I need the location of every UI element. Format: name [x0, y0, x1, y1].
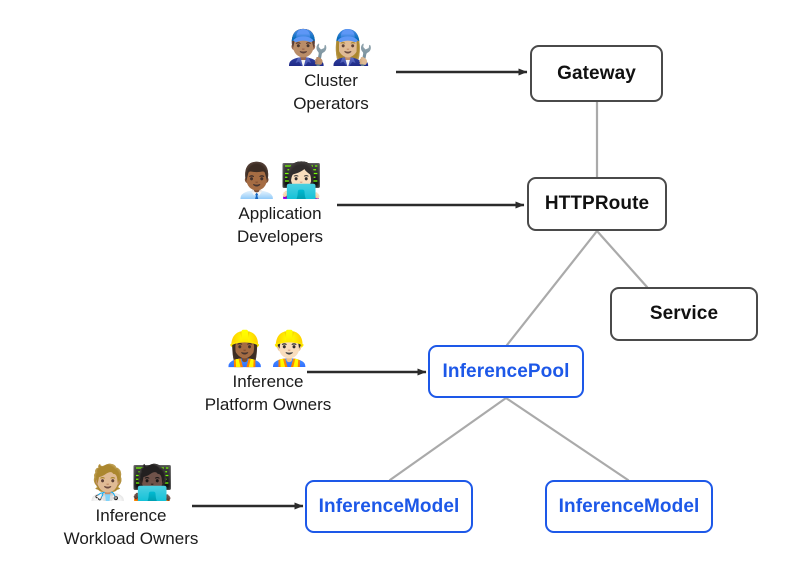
persona-application-developers-line1: Application	[238, 204, 322, 223]
node-httproute-label: HTTPRoute	[544, 193, 650, 214]
node-gateway-label: Gateway	[557, 62, 636, 84]
construction-worker-pair-icon: 👷🏾‍♀️👷🏻‍♂️	[223, 330, 313, 368]
edge-inferencepool-inferencemodel-left	[388, 396, 508, 482]
edge-inferencepool-inferencemodel-right	[504, 396, 630, 482]
persona-cluster-operators-line2: Operators	[293, 94, 369, 113]
node-gateway[interactable]: Gateway	[530, 45, 663, 102]
mechanic-pair-icon: 👨🏽‍🔧👩🏼‍🔧	[286, 29, 376, 67]
persona-inference-workload-owners-line1: Inference	[95, 506, 167, 525]
node-httproute[interactable]: HTTPRoute	[527, 177, 667, 231]
node-service-label: Service	[649, 303, 719, 324]
persona-inference-platform-owners: 👷🏾‍♀️👷🏻‍♂️ Inference Platform Owners	[178, 329, 358, 415]
node-inferencemodel-right[interactable]: InferenceModel	[545, 480, 713, 533]
node-inferencemodel-left[interactable]: InferenceModel	[305, 480, 473, 533]
edge-httproute-service	[595, 229, 649, 289]
persona-inference-workload-owners: 🧑🏼‍⚕️🧑🏿‍💻 Inference Workload Owners	[36, 463, 226, 549]
persona-inference-platform-owners-line1: Inference	[232, 372, 304, 391]
persona-inference-workload-owners-line2: Workload Owners	[63, 529, 199, 548]
edge-httproute-inferencepool	[505, 229, 599, 347]
persona-application-developers-line2: Developers	[237, 227, 323, 246]
persona-cluster-operators: 👨🏽‍🔧👩🏼‍🔧 Cluster Operators	[271, 28, 391, 114]
persona-cluster-operators-line1: Cluster	[304, 71, 358, 90]
node-inferencemodel-right-label: InferenceModel	[558, 495, 700, 517]
node-inferencemodel-left-label: InferenceModel	[318, 495, 460, 517]
node-inferencepool[interactable]: InferencePool	[428, 345, 584, 398]
node-service[interactable]: Service	[610, 287, 758, 341]
health-worker-technologist-pair-icon: 🧑🏼‍⚕️🧑🏿‍💻	[86, 464, 176, 502]
persona-inference-platform-owners-line2: Platform Owners	[204, 395, 332, 414]
persona-application-developers: 👨🏾‍💼👩🏻‍💻 Application Developers	[210, 161, 350, 247]
office-worker-technologist-pair-icon: 👨🏾‍💼👩🏻‍💻	[235, 162, 325, 200]
node-inferencepool-label: InferencePool	[442, 360, 570, 382]
